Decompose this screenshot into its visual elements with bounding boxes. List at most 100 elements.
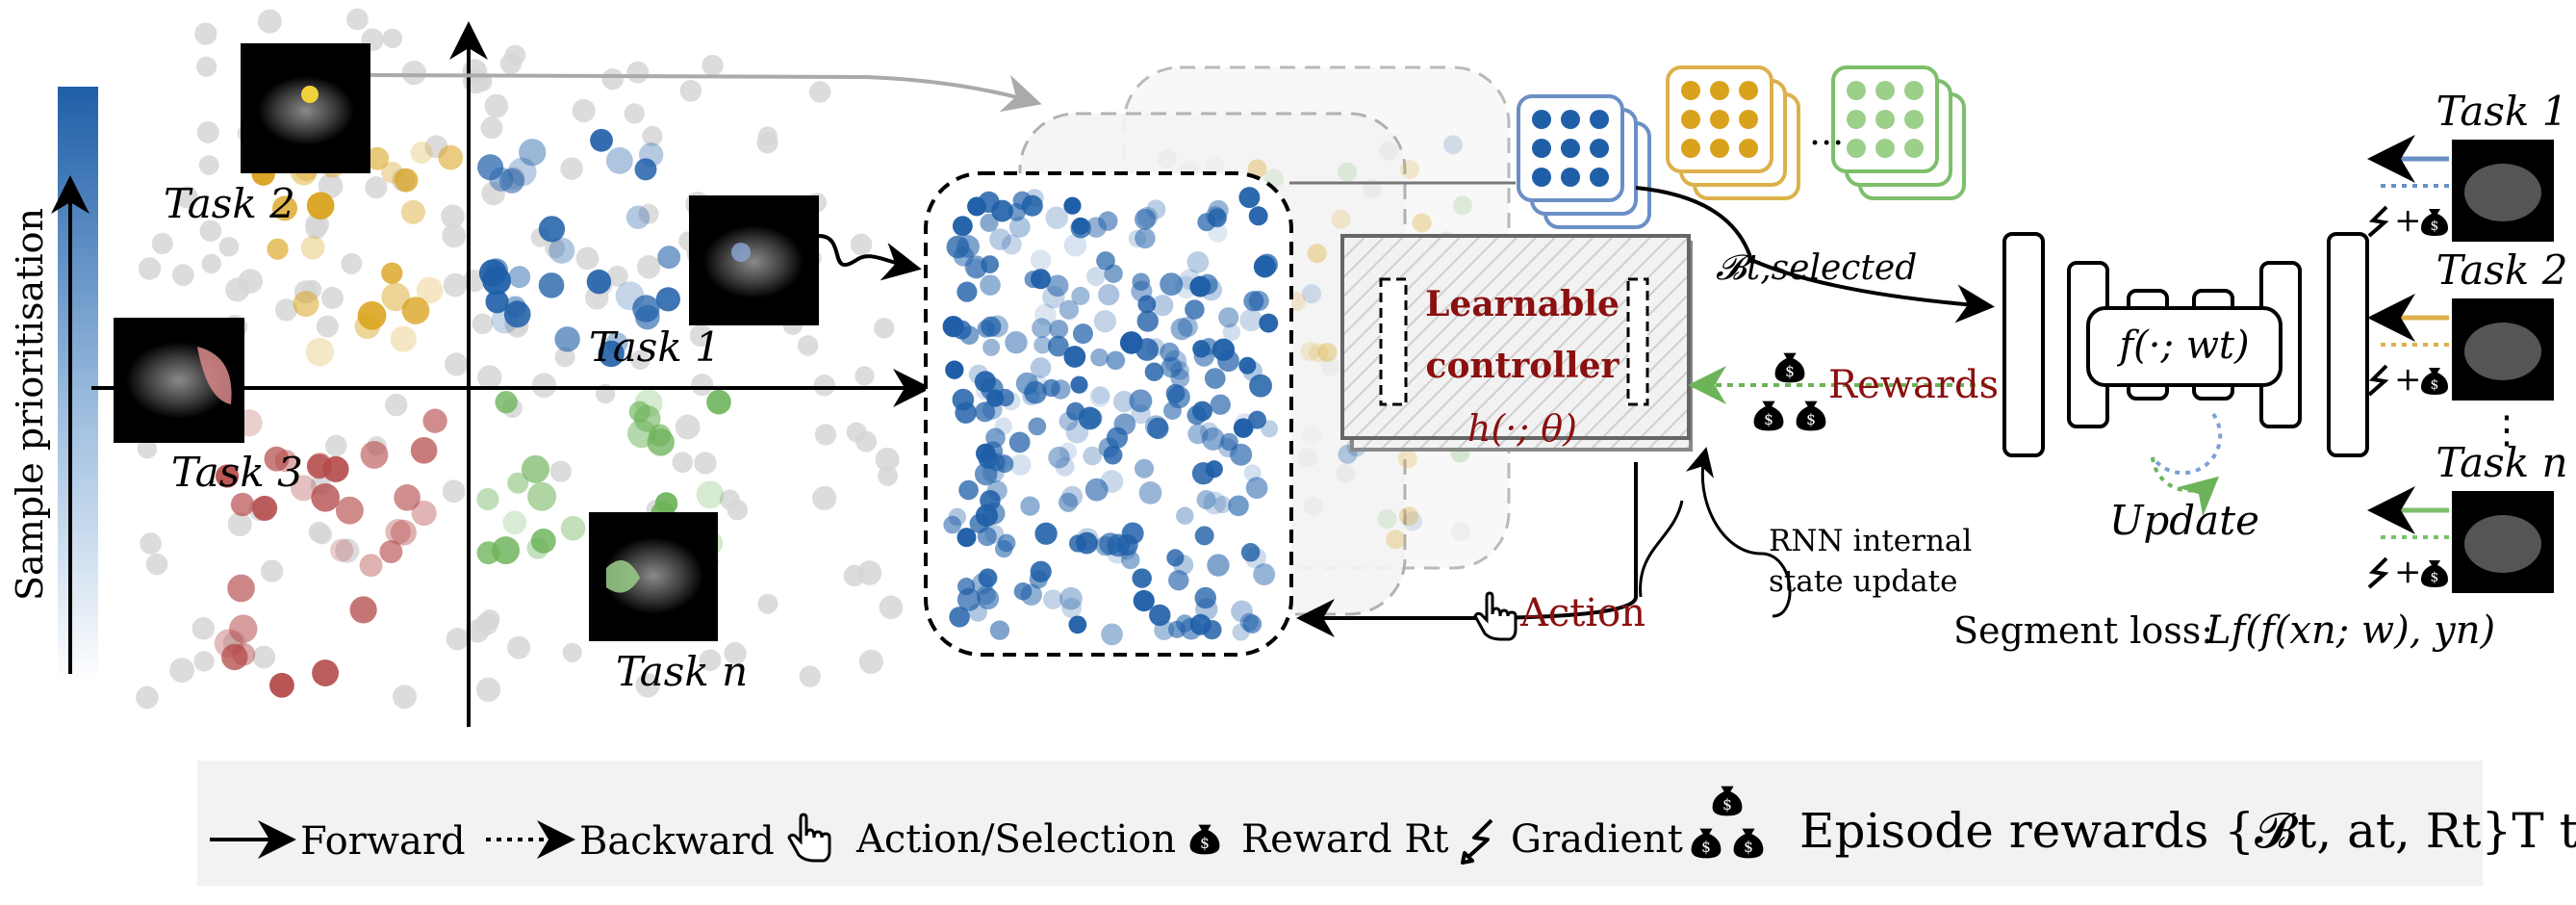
selected-sample-point bbox=[1015, 372, 1038, 395]
money-bag-icon-symbol: $ bbox=[1722, 796, 1732, 814]
faint-card-point bbox=[1402, 511, 1422, 531]
right-ct-scan bbox=[2464, 323, 2541, 380]
selected-sample-point bbox=[1204, 368, 1226, 389]
scatter-point-red bbox=[264, 446, 290, 472]
scatter-point-gray bbox=[346, 8, 369, 31]
scatter-point-gray bbox=[691, 374, 714, 397]
faint-card-point bbox=[1386, 530, 1406, 550]
faint-card-point bbox=[1300, 341, 1320, 361]
scatter-point-gray bbox=[858, 649, 883, 674]
selected-sample-point bbox=[1055, 456, 1075, 477]
plus-sign: + bbox=[2394, 360, 2422, 399]
selected-sample-point bbox=[1177, 316, 1198, 338]
scatter-point-red bbox=[422, 408, 447, 433]
faint-card-point bbox=[1302, 425, 1322, 445]
faint-card-point bbox=[1303, 496, 1323, 516]
batch-card-blue-dot bbox=[1532, 168, 1551, 187]
money-bag-icon bbox=[2421, 209, 2448, 236]
scatter-point-gray bbox=[479, 608, 500, 630]
scatter-point-gray bbox=[757, 593, 778, 614]
controller-right-bracket bbox=[1626, 277, 1649, 406]
selected-sample-point bbox=[1048, 446, 1070, 469]
scatter-point-gray bbox=[308, 521, 330, 543]
selected-sample-point bbox=[982, 502, 1006, 525]
scatter-point-gray bbox=[442, 223, 467, 248]
scatter-point-orange bbox=[416, 276, 444, 304]
faint-card-point bbox=[1400, 159, 1420, 179]
selected-sample-point bbox=[1197, 213, 1216, 232]
selected-sample-point bbox=[976, 584, 996, 606]
scatter-point-red bbox=[410, 436, 438, 464]
selected-sample-point bbox=[1194, 526, 1214, 546]
scatter-point-blue bbox=[508, 266, 531, 289]
rnn-arrow-right bbox=[1685, 447, 1792, 618]
scatter-point-blue bbox=[477, 154, 504, 181]
faint-card-point bbox=[1317, 342, 1338, 362]
selected-sample-point bbox=[1133, 589, 1155, 612]
selected-sample-point bbox=[964, 255, 988, 279]
scatter-point-gray bbox=[850, 233, 873, 256]
segment-loss-label: Segment loss: bbox=[1953, 609, 2213, 652]
legend-gradient-icon bbox=[1461, 818, 1493, 865]
scatter-point-blue bbox=[625, 205, 650, 229]
scatter-point-gray bbox=[305, 217, 327, 240]
selected-sample-point bbox=[1210, 394, 1231, 415]
scatter-point-orange bbox=[357, 300, 387, 330]
batch-card-green bbox=[1831, 65, 1966, 200]
selected-sample-point bbox=[1058, 492, 1079, 512]
ct-image-task1 bbox=[689, 195, 819, 325]
selected-sample-point bbox=[1203, 491, 1227, 515]
scatter-point-gray bbox=[341, 252, 363, 274]
scatter-point-red bbox=[330, 538, 354, 562]
selected-sample-point bbox=[1129, 389, 1153, 413]
scatter-point-red bbox=[349, 596, 377, 624]
legend-episode-bags-icon: $$$ bbox=[1691, 786, 1764, 859]
selected-sample-point bbox=[956, 528, 977, 548]
scatter-point-gray bbox=[401, 60, 426, 86]
selected-sample-point bbox=[1245, 477, 1268, 500]
legend-episode: Episode rewards {𝓑t, at, Rt}T t=1 bbox=[1799, 803, 2576, 859]
selected-sample-point bbox=[1248, 206, 1268, 226]
selected-sample-point bbox=[1186, 405, 1207, 426]
scatter-point-blue bbox=[503, 300, 531, 328]
scatter-point-orange bbox=[381, 282, 410, 312]
legend-forward: Forward bbox=[300, 819, 466, 864]
batch-selected-label: 𝓑t,selected bbox=[1716, 248, 1917, 288]
selected-sample-point bbox=[1189, 613, 1211, 635]
legend-background bbox=[197, 761, 2483, 886]
selected-sample-point bbox=[1186, 250, 1210, 273]
scatter-point-orange bbox=[306, 192, 335, 220]
scatter-point-green bbox=[495, 391, 518, 414]
batch-card-orange bbox=[1666, 65, 1800, 200]
faint-card-point bbox=[1452, 195, 1472, 216]
batch-card-blue-dot bbox=[1590, 168, 1609, 187]
selected-sample-point bbox=[980, 274, 1001, 296]
scatter-point-green bbox=[521, 454, 550, 483]
scatter-point-gray bbox=[238, 269, 264, 294]
selected-sample-point bbox=[1238, 187, 1261, 209]
scatter-point-red bbox=[311, 482, 340, 512]
batch-card-orange-dot bbox=[1710, 81, 1729, 100]
batch-card-blue-dot bbox=[1590, 110, 1609, 129]
learnable-controller: Learnable controller h(·; θ) bbox=[1340, 234, 1693, 452]
scatter-point-gray bbox=[201, 253, 221, 274]
selected-sample-point bbox=[1170, 318, 1193, 341]
scatter-point-gray bbox=[756, 132, 778, 154]
scatter-point-gray bbox=[601, 67, 624, 90]
scatter-point-gray bbox=[672, 452, 694, 474]
segmentation-network: f(·; wt) Update bbox=[2002, 232, 2369, 544]
scatter-point-red bbox=[221, 643, 248, 671]
net-function-box bbox=[2086, 306, 2283, 387]
selected-sample-point bbox=[980, 213, 999, 233]
selected-sample-point bbox=[1085, 217, 1107, 238]
scatter-point-gray bbox=[875, 447, 900, 472]
scatter-point-gray bbox=[171, 264, 194, 287]
scatter-point-blue bbox=[634, 158, 657, 181]
selected-sample-point bbox=[946, 235, 970, 259]
selected-sample-point bbox=[977, 320, 996, 338]
selected-sample-point bbox=[1101, 623, 1123, 646]
scatter-point-blue bbox=[504, 296, 526, 318]
scatter-point-gray bbox=[812, 485, 837, 511]
selected-sample-point bbox=[1144, 362, 1164, 381]
